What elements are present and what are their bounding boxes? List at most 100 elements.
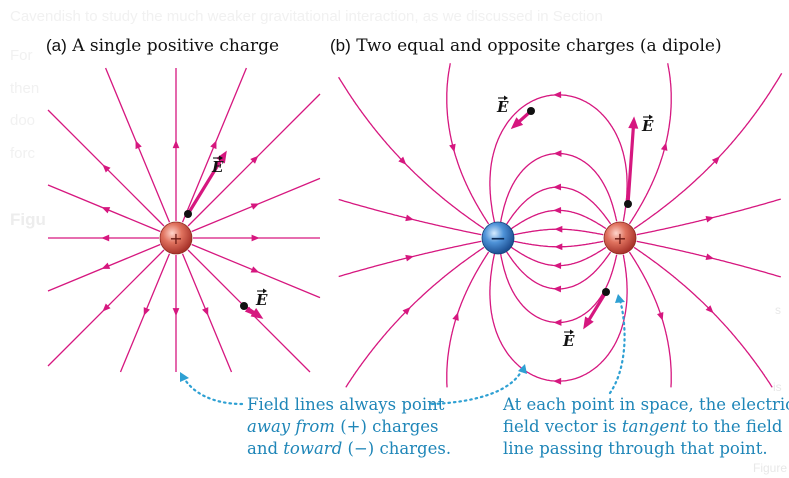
callout-right-line-2: field vector is tangent to the field (503, 417, 783, 436)
field-point-dot (184, 210, 192, 218)
field-line (510, 209, 607, 230)
field-line (446, 251, 490, 388)
callout-left-line-1: Field lines always point (247, 395, 445, 414)
field-line-arrow (705, 305, 714, 314)
vector-label-e: E (255, 291, 268, 309)
background-margin-text: is (773, 380, 782, 394)
field-line (628, 63, 672, 225)
charge-b-positive-sign: + (613, 229, 626, 248)
positive-charge-a: + (159, 221, 193, 255)
field-vector-arrow (628, 116, 639, 129)
background-text-line: Cavendish to study the much weaker gravi… (10, 8, 603, 25)
field-line (510, 246, 607, 267)
panel-a-field-lines (47, 67, 321, 373)
background-margin-text: Figure (753, 461, 788, 475)
background-text-line: forc (10, 145, 36, 162)
callout-left-line-2: away from (+) charges (247, 417, 439, 436)
callout-left-pointer (182, 376, 244, 406)
field-line-arrow (101, 262, 111, 269)
callout-left-emphasis-away: away from (247, 417, 335, 436)
field-vector-arrow (583, 316, 594, 330)
callout-pointers (182, 298, 626, 406)
field-line (628, 251, 672, 388)
charge-a-sign: + (169, 229, 182, 248)
field-point-dot (240, 302, 248, 310)
callout-right-emphasis-tangent: tangent (621, 417, 687, 436)
field-line-arrow (552, 183, 562, 191)
charge-b-negative-sign: − (490, 226, 507, 250)
field-line-arrow (711, 156, 720, 165)
field-line-arrow (101, 234, 110, 242)
background-text-line: doo (10, 112, 36, 129)
field-line (489, 94, 628, 224)
callout-left: Field lines always point away from (+) c… (247, 394, 451, 460)
field-vector (186, 156, 224, 216)
callout-right-pointer (608, 298, 626, 395)
field-line-arrow (553, 319, 562, 326)
panel-b-letter: (b) (330, 36, 351, 55)
field-line-arrow (553, 262, 562, 270)
field-line-arrow (705, 215, 715, 223)
field-line-arrow (250, 155, 259, 164)
field-point-dot (624, 200, 632, 208)
field-line-arrow (101, 207, 111, 214)
field-line-arrow (251, 234, 260, 242)
field-line-arrow (405, 254, 414, 262)
vector-label-e: E (496, 98, 509, 116)
panel-b-field-lines (338, 63, 783, 388)
field-vector (626, 123, 636, 206)
field-vector-arrow (216, 150, 227, 164)
field-line-arrow (102, 164, 111, 173)
vector-label-e: E (211, 158, 224, 176)
field-line-arrow (210, 140, 217, 150)
background-text-line: For (10, 47, 33, 64)
field-line-arrow (172, 140, 180, 149)
vector-label-arrow-tip (649, 114, 653, 120)
field-line-arrow (553, 377, 562, 385)
field-line-arrow (554, 225, 563, 233)
field-line-arrow (705, 253, 715, 261)
vector-label-arrow-tip (570, 329, 574, 335)
panel-b-title: (b) Two equal and opposite charges (a di… (330, 36, 722, 56)
field-line-arrow (449, 143, 456, 153)
panel-a-title: (a) A single positive charge (46, 36, 279, 56)
background-figure-label: Figu (10, 210, 46, 229)
field-line-arrow (250, 203, 260, 210)
field-line-arrow (657, 311, 664, 321)
background-text-line: then (10, 80, 40, 97)
vector-label-arrow-tip (504, 95, 508, 101)
field-line (505, 251, 612, 290)
panel-a-title-text: A single positive charge (72, 36, 280, 56)
field-line-arrow (135, 140, 142, 150)
field-line-arrow (398, 156, 407, 165)
callout-right-line-1: At each point in space, the electric (503, 395, 789, 414)
vector-label-e: E (562, 332, 575, 350)
field-line (489, 252, 628, 382)
callout-left-line-3: and toward (−) charges. (247, 439, 452, 458)
field-line-arrow (552, 285, 562, 293)
field-line-arrow (172, 308, 180, 317)
callout-right: At each point in space, the electric fie… (503, 394, 789, 460)
field-line-arrow (402, 306, 411, 316)
field-line-arrow (202, 307, 209, 316)
panel-b-title-text: Two equal and opposite charges (a dipole… (356, 36, 722, 56)
field-line-arrow (250, 266, 260, 273)
panel-a-letter: (a) (46, 36, 67, 55)
field-line-arrow (554, 243, 563, 251)
field-point-dot (527, 107, 535, 115)
callout-right-line-3: line passing through that point. (503, 439, 768, 458)
callout-pointer-tips (180, 294, 625, 382)
field-line-arrow (553, 91, 562, 99)
field-line-arrow (143, 307, 150, 316)
vector-label-arrow-tip (263, 288, 267, 294)
positive-charge-b: + (603, 221, 637, 255)
vector-label-arrow-tip (219, 155, 223, 161)
field-line (505, 186, 612, 225)
field-vector-arrow (510, 117, 524, 130)
field-line-arrow (452, 312, 459, 321)
field-vector (586, 290, 608, 324)
field-line-arrow (553, 206, 562, 214)
field-line-arrow (102, 303, 111, 312)
